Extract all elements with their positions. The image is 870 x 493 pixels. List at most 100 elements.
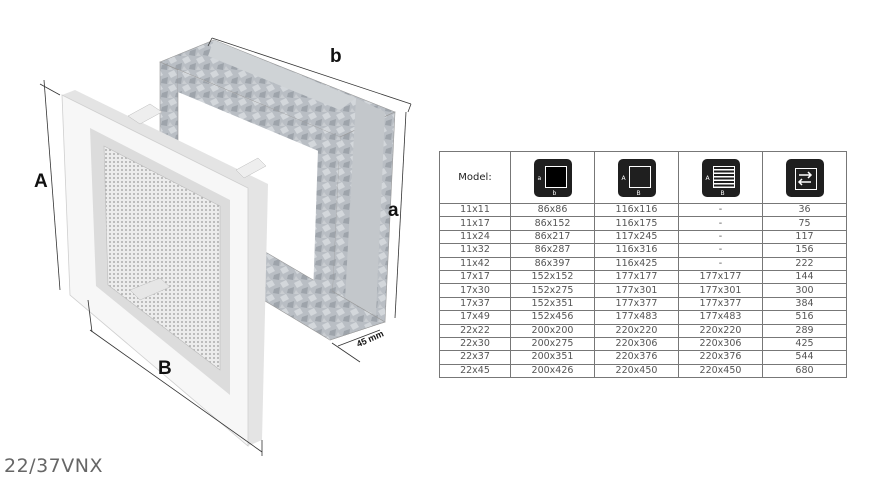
model-header: Model: bbox=[439, 151, 511, 204]
inner-dimension-icon: a b bbox=[533, 158, 572, 197]
model-cell: 22x30 bbox=[439, 336, 511, 352]
value-cell: 75 bbox=[762, 216, 847, 231]
airflow-arrows-icon bbox=[785, 158, 824, 197]
model-cell: 22x22 bbox=[439, 323, 511, 338]
value-cell: 156 bbox=[762, 243, 847, 258]
dimension-table: Model: a b A B A B bbox=[439, 151, 847, 379]
steel-sleeve bbox=[159, 39, 396, 341]
model-cell: 17x49 bbox=[439, 310, 511, 325]
value-cell: 425 bbox=[762, 336, 847, 352]
value-cell: 220x450 bbox=[594, 363, 679, 379]
product-code: 22/37VNX bbox=[4, 455, 103, 477]
value-cell: 289 bbox=[762, 323, 847, 338]
value-cell: 86x152 bbox=[510, 216, 595, 231]
value-cell: 177x483 bbox=[594, 310, 679, 325]
dimension-lines bbox=[39, 37, 412, 456]
header-louvre: A B bbox=[678, 151, 763, 204]
value-cell: 177x301 bbox=[594, 283, 679, 298]
white-grille bbox=[61, 90, 268, 447]
dimension-A-label: A bbox=[34, 171, 48, 192]
value-cell: 222 bbox=[762, 256, 847, 271]
model-cell: 17x17 bbox=[439, 269, 511, 285]
model-cell: 17x30 bbox=[439, 283, 511, 298]
value-cell: - bbox=[678, 243, 763, 258]
product-drawing: b a A B 45 mm bbox=[34, 37, 412, 456]
value-cell: 152x275 bbox=[510, 283, 595, 298]
value-cell: 117 bbox=[762, 229, 847, 245]
value-cell: - bbox=[678, 202, 763, 218]
value-cell: 680 bbox=[762, 363, 847, 379]
value-cell: 177x301 bbox=[678, 283, 763, 298]
value-cell: 177x377 bbox=[678, 296, 763, 312]
value-cell: - bbox=[678, 229, 763, 245]
value-cell: 200x426 bbox=[510, 363, 595, 379]
value-cell: 86x217 bbox=[510, 229, 595, 245]
value-cell: 200x351 bbox=[510, 350, 595, 365]
model-cell: 11x24 bbox=[439, 229, 511, 245]
model-header-label: Model: bbox=[458, 171, 492, 183]
header-inner-dimension: a b bbox=[510, 151, 595, 204]
value-cell: 86x397 bbox=[510, 256, 595, 271]
model-cell: 22x37 bbox=[439, 350, 511, 365]
model-cell: 11x42 bbox=[439, 256, 511, 271]
model-cell: 11x17 bbox=[439, 216, 511, 231]
model-cell: 11x32 bbox=[439, 243, 511, 258]
value-cell: 177x177 bbox=[678, 269, 763, 285]
value-cell: 177x483 bbox=[678, 310, 763, 325]
value-cell: 116x116 bbox=[594, 202, 679, 218]
value-cell: 220x306 bbox=[594, 336, 679, 352]
value-cell: 86x287 bbox=[510, 243, 595, 258]
value-cell: - bbox=[678, 216, 763, 231]
header-outer-dimension: A B bbox=[594, 151, 679, 204]
dimension-B-label: B bbox=[158, 358, 172, 379]
value-cell: 384 bbox=[762, 296, 847, 312]
value-cell: 200x275 bbox=[510, 336, 595, 352]
value-cell: 152x456 bbox=[510, 310, 595, 325]
grille-illustration bbox=[39, 37, 412, 456]
value-cell: 220x376 bbox=[594, 350, 679, 365]
louvre-grille-icon: A B bbox=[701, 158, 740, 197]
value-cell: 544 bbox=[762, 350, 847, 365]
outer-dimension-icon: A B bbox=[617, 158, 656, 197]
header-airflow bbox=[762, 151, 847, 204]
value-cell: 86x86 bbox=[510, 202, 595, 218]
value-cell: 152x351 bbox=[510, 296, 595, 312]
value-cell: 220x220 bbox=[678, 323, 763, 338]
value-cell: 177x177 bbox=[594, 269, 679, 285]
value-cell: - bbox=[678, 256, 763, 271]
model-cell: 11x11 bbox=[439, 202, 511, 218]
value-cell: 300 bbox=[762, 283, 847, 298]
value-cell: 116x425 bbox=[594, 256, 679, 271]
model-cell: 22x45 bbox=[439, 363, 511, 379]
value-cell: 177x377 bbox=[594, 296, 679, 312]
value-cell: 220x306 bbox=[678, 336, 763, 352]
value-cell: 116x316 bbox=[594, 243, 679, 258]
value-cell: 144 bbox=[762, 269, 847, 285]
value-cell: 200x200 bbox=[510, 323, 595, 338]
dimension-a-label: a bbox=[388, 200, 399, 221]
dimension-b-label: b bbox=[330, 46, 342, 67]
value-cell: 220x450 bbox=[678, 363, 763, 379]
table-header-row: Model: a b A B A B bbox=[439, 151, 847, 204]
value-cell: 516 bbox=[762, 310, 847, 325]
value-cell: 36 bbox=[762, 202, 847, 218]
value-cell: 220x376 bbox=[678, 350, 763, 365]
value-cell: 117x245 bbox=[594, 229, 679, 245]
value-cell: 152x152 bbox=[510, 269, 595, 285]
model-cell: 17x37 bbox=[439, 296, 511, 312]
value-cell: 116x175 bbox=[594, 216, 679, 231]
value-cell: 220x220 bbox=[594, 323, 679, 338]
